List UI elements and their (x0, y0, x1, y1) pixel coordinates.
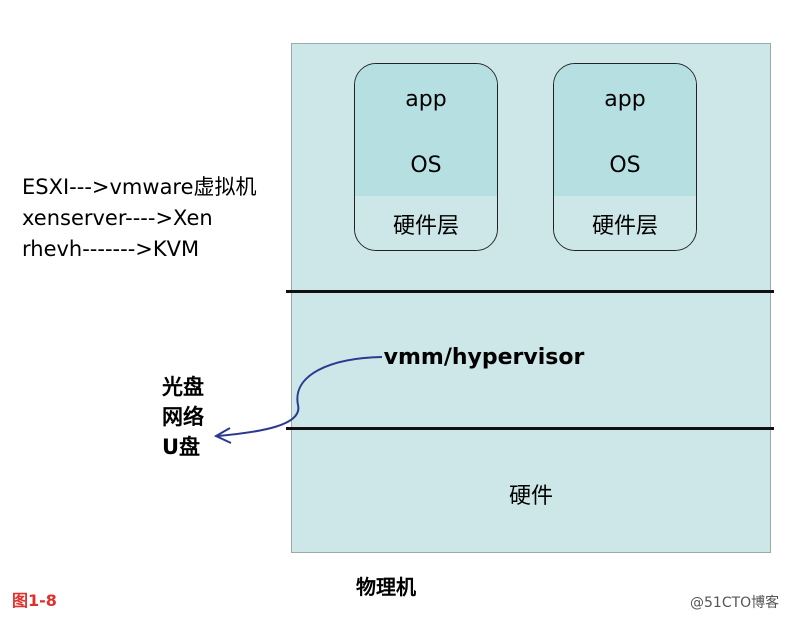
divider-hypervisor-hardware (286, 427, 774, 430)
media-item: U盘 (162, 435, 201, 459)
arrow-head-icon (213, 427, 232, 444)
hardware-label: 硬件 (508, 484, 553, 509)
vm-2-hardware-layer: 硬件层 (554, 196, 696, 250)
watermark: @51CTO博客 (690, 595, 780, 611)
hypervisor-label: vmm/hypervisor (383, 345, 585, 370)
install-media-list: 光盘 网络 U盘 (162, 372, 204, 462)
vm-1: app OS 硬件层 (354, 63, 498, 251)
vm-2: app OS 硬件层 (553, 63, 697, 251)
media-item: 网络 (162, 405, 204, 429)
product-item: xenserver---->Xen (22, 206, 213, 230)
product-list: ESXI--->vmware虚拟机 xenserver---->Xen rhev… (22, 172, 257, 265)
product-item: rhevh------->KVM (22, 237, 200, 261)
vm-1-os-layer: OS (355, 134, 497, 197)
figure-label: 图1-8 (12, 591, 57, 610)
vm-2-os-layer: OS (554, 134, 696, 197)
physical-machine-caption: 物理机 (356, 575, 416, 599)
vm-1-hardware-layer: 硬件层 (355, 196, 497, 250)
arrow-curve (217, 356, 383, 437)
media-item: 光盘 (162, 375, 204, 399)
product-item: ESXI--->vmware虚拟机 (22, 175, 257, 199)
divider-vm-hypervisor (286, 290, 774, 293)
vm-1-app-layer: app (355, 64, 497, 135)
